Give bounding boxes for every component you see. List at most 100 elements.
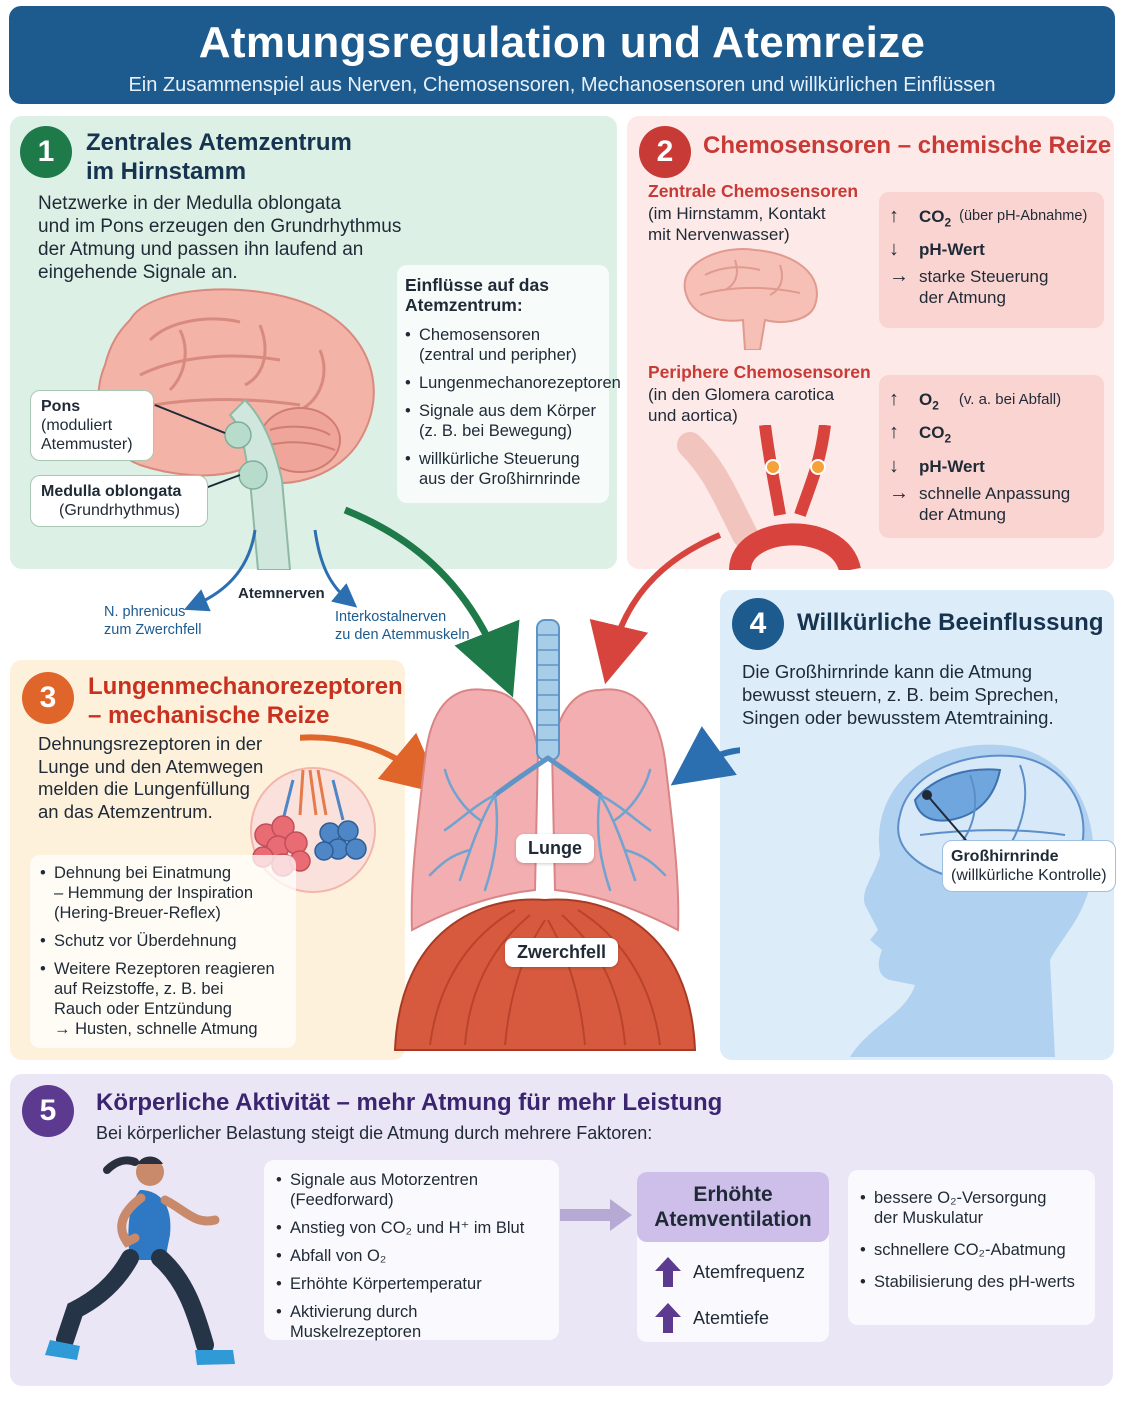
central-chemo-text-line1: (im Hirnstamm, Kontakt (648, 204, 826, 223)
panel1-number-badge: 1 (20, 126, 72, 178)
brain-sagittal-illustration (97, 288, 375, 570)
panel1-title-line2: im Hirnstamm (86, 158, 247, 185)
arrow-up-icon: ↑ (889, 205, 899, 227)
activity-factors-card: Signale aus Motorzentren (Feedforward) An… (264, 1160, 559, 1341)
nerve-arrows (183, 529, 358, 612)
central-chemo-text: (im Hirnstamm, Kontakt mit Nervenwasser) (648, 203, 826, 245)
influence-line: aus der Großhirnrinde (419, 470, 581, 488)
influence-item: Signale aus dem Körper(z. B. bei Bewegun… (405, 401, 601, 441)
peripheral-chemo-text-line1: (in den Glomera carotica (648, 385, 835, 404)
phrenicus-line2: zum Zwerchfell (104, 622, 202, 638)
intercostal-line2: zu den Atemmuskeln (335, 627, 470, 643)
factor-item: Erhöhte Körpertemperatur (276, 1274, 547, 1294)
result-item-label: Atemfrequenz (693, 1262, 806, 1282)
arrow-down-icon: ↓ (889, 238, 899, 261)
factor-line: Abfall von O₂ (290, 1247, 387, 1265)
panel4-text-line3: Singen oder bewusstem Atemtraining. (742, 707, 1054, 728)
panel5-subtitle: Bei körperlicher Belastung steigt die At… (96, 1123, 653, 1143)
effect-item: bessere O₂-Versorgung der Muskulatur (860, 1188, 1083, 1228)
influences-title-line1: Einflüsse auf das (405, 275, 549, 295)
panel2-title: Chemosensoren – chemische Reize (703, 132, 1112, 159)
mechanoreceptor-bullets-card: Dehnung bei Einatmung – Hemmung der Insp… (30, 855, 296, 1048)
pons-label-box: Pons (moduliert Atemmuster) (30, 390, 154, 461)
influences-title: Einflüsse auf das Atemzentrum: (405, 275, 601, 315)
result-title: Erhöhte Atemventilation (637, 1172, 829, 1242)
influence-line: Lungenmechanorezeptoren (419, 374, 621, 392)
panel3-text-line3: melden die Lungenfüllung (38, 778, 250, 799)
peripheral-row-sub: 2 (944, 431, 952, 446)
diaphragm-label: Zwerchfell (505, 938, 619, 967)
result-item-label: Atemtiefe (693, 1308, 770, 1328)
central-row-label: CO (919, 207, 945, 226)
factor-item: Anstieg von CO₂ und H⁺ im Blut (276, 1218, 547, 1238)
pons-note-line2: Atemmuster) (41, 436, 133, 453)
phrenicus-label: N. phrenicus zum Zwerchfell (104, 603, 202, 639)
panel3-text-line2: Lunge und den Atemwegen (38, 755, 264, 777)
panel1-text-line1: Netzwerke in der Medulla oblongata (38, 193, 342, 214)
peripheral-row-note: der Atmung (919, 504, 1006, 524)
mechano-bullet-line: Weitere Rezeptoren reagieren (54, 960, 275, 978)
effect-item: Stabilisierung des pH-werts (860, 1272, 1083, 1292)
cortex-label-box: Großhirnrinde (willkürliche Kontrolle) (942, 840, 1116, 892)
effect-line: der Muskulatur (874, 1209, 984, 1227)
panel5-title: Körperliche Aktivität – mehr Atmung für … (96, 1089, 723, 1116)
mechano-bullet-line: Rauch oder Entzündung (54, 1000, 232, 1018)
mechano-bullet-line: – Hemmung der Inspiration (54, 884, 254, 902)
effect-line: bessere O₂-Versorgung (874, 1189, 1047, 1207)
peripheral-row-label: schnelle Anpassung (919, 483, 1071, 503)
pons-label: Pons (41, 398, 81, 415)
effects-list: bessere O₂-Versorgung der Muskulatur schn… (860, 1188, 1083, 1292)
panel4-text-line1: Die Großhirnrinde kann die Atmung (742, 661, 1032, 682)
peripheral-chemo-text-line2: und aortica) (648, 406, 738, 425)
factor-line: Aktivierung durch Muskelrezeptoren (290, 1303, 422, 1341)
panel2-number-badge: 2 (639, 126, 691, 178)
peripheral-chemo-title: Periphere Chemosensoren (648, 362, 871, 382)
medulla-label: Medulla oblongata (41, 483, 182, 500)
arrow-down-icon: ↓ (889, 454, 899, 477)
cortex-label: Großhirnrinde (951, 848, 1059, 865)
effect-line: schnellere CO₂-Abatmung (874, 1241, 1066, 1259)
influence-item: Chemosensoren(zentral und peripher) (405, 325, 601, 365)
panel4-text-line2: bewusst steuern, z. B. beim Sprechen, (742, 684, 1059, 705)
medulla-label-box: Medulla oblongata (Grundrhythmus) (30, 475, 208, 527)
panel4-title: Willkürliche Beeinflussung (797, 609, 1104, 636)
panel5-number-badge: 5 (22, 1085, 74, 1137)
phrenicus-line1: N. phrenicus (104, 604, 186, 620)
peripheral-row-sub: 2 (932, 398, 939, 413)
lungs-diaphragm-illustration (300, 506, 740, 1051)
mechano-bullet-line: Dehnung bei Einatmung (54, 864, 232, 882)
panel3-number-badge: 3 (22, 672, 74, 724)
central-row-label: starke Steuerung (919, 267, 1049, 287)
panel3-text-line1: Dehnungsrezeptoren in der (38, 733, 263, 754)
factor-line: (Feedforward) (290, 1191, 394, 1209)
arrow-right-icon: → (889, 265, 909, 288)
influence-line: Chemosensoren (419, 326, 541, 344)
central-chemo-text-line2: mit Nervenwasser) (648, 225, 790, 244)
factor-line: Erhöhte Körpertemperatur (290, 1275, 482, 1293)
nerves-label: Atemnerven (238, 585, 325, 602)
arrow-up-icon: ↑ (889, 421, 899, 444)
panel1-text-line4: eingehende Signale an. (38, 262, 238, 283)
arrow-right-icon: → (889, 481, 909, 504)
panel3-text-line4: an das Atemzentrum. (38, 800, 213, 822)
mechano-bullet-line: → Husten, schnelle Atmung (54, 1020, 258, 1038)
result-item: Atemfrequenz (655, 1257, 805, 1287)
medulla-note: (Grundrhythmus) (59, 502, 180, 519)
mechano-bullet-line: (Hering-Breuer-Reflex) (54, 904, 221, 922)
panel1-description: Netzwerke in der Medulla oblongata und i… (38, 192, 438, 284)
panel1-title: Zentrales Atemzentrum im Hirnstamm (86, 128, 352, 186)
panel3-title-line1: Lungenmechanorezeptoren (88, 673, 403, 700)
panel4-number-badge: 4 (732, 598, 784, 650)
result-items: Atemfrequenz Atemtiefe (655, 1257, 805, 1333)
intercostal-label: Interkostalnerven zu den Atemmuskeln (335, 608, 470, 644)
factor-line: Signale aus Motorzentren (290, 1171, 479, 1189)
panel3-description: Dehnungsrezeptoren in der Lunge und den … (38, 733, 263, 823)
arrow-up-icon (655, 1257, 681, 1287)
